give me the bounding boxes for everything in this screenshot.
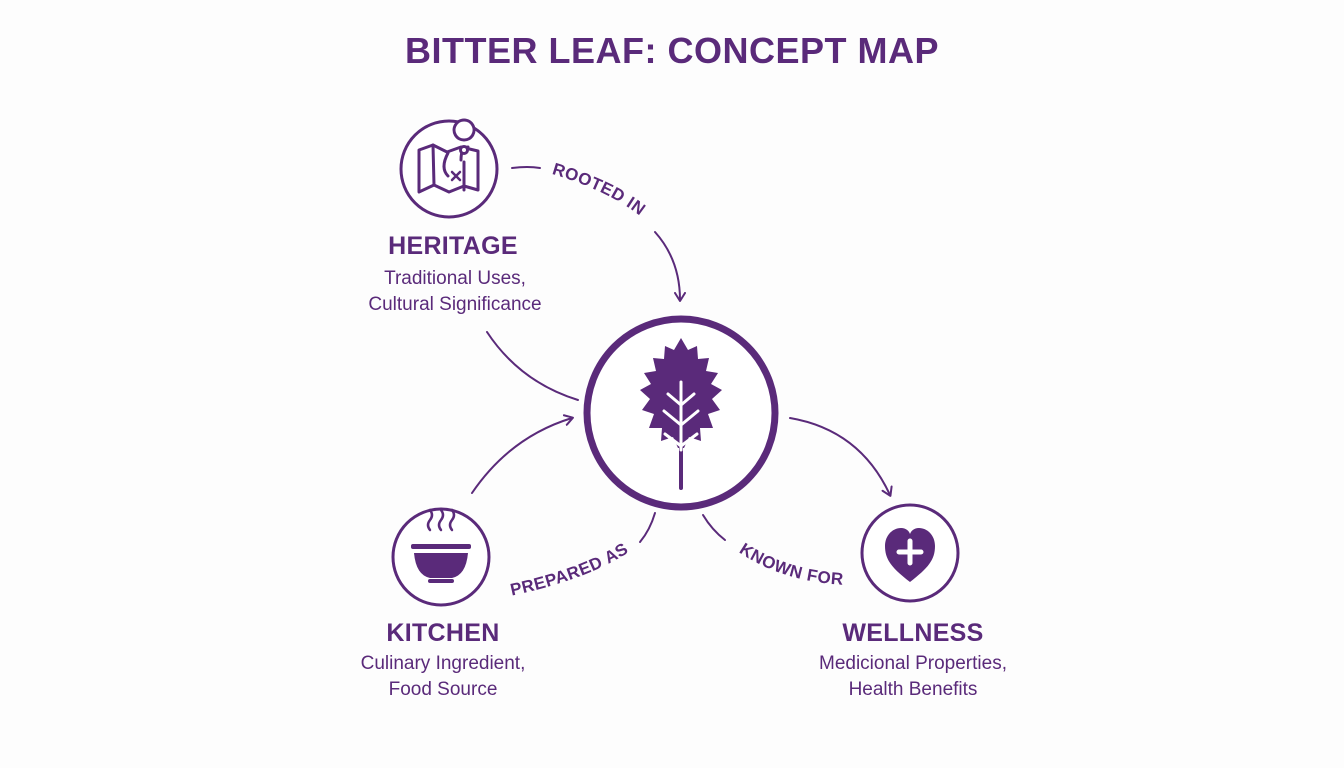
edge-rooted-in-arrow — [654, 231, 686, 302]
edge-label-rooted-in: ROOTED IN — [550, 159, 649, 219]
edge-heritage-to-center — [486, 331, 579, 401]
edge-label-known-for: KNOWN FOR — [736, 539, 844, 588]
edge-known-for-line — [702, 514, 726, 541]
map-pin-icon — [417, 118, 480, 194]
edge-rooted-in-line-start — [511, 166, 541, 169]
heritage-node-circle — [399, 118, 499, 219]
edge-label-prepared-as: PREPARED AS — [508, 539, 631, 599]
heritage-description: Traditional Uses, Cultural Significance — [330, 266, 580, 318]
edge-center-to-wellness-arrow — [789, 417, 893, 497]
heritage-title: HERITAGE — [388, 232, 518, 260]
wellness-description-line-2: Health Benefits — [848, 679, 978, 700]
kitchen-description-line-1: Culinary Ingredient, — [360, 653, 526, 674]
heritage-description-line-1: Traditional Uses, — [384, 268, 526, 289]
kitchen-description-line-2: Food Source — [388, 679, 498, 700]
heart-plus-icon — [885, 528, 935, 582]
edge-kitchen-to-center-arrow — [471, 414, 574, 494]
leaf-icon — [640, 338, 722, 490]
edge-prepared-as-line — [639, 512, 656, 543]
diagram-title: BITTER LEAF: CONCEPT MAP — [405, 30, 939, 71]
wellness-node-circle — [860, 503, 960, 603]
soup-bowl-icon — [411, 508, 471, 583]
kitchen-description: Culinary Ingredient, Food Source — [318, 651, 568, 703]
center-node — [583, 315, 779, 511]
wellness-title: WELLNESS — [842, 619, 984, 647]
wellness-description-line-1: Medicional Properties, — [819, 653, 1007, 674]
wellness-description: Medicional Properties, Health Benefits — [778, 651, 1048, 703]
kitchen-node-circle — [391, 507, 491, 607]
kitchen-title: KITCHEN — [386, 619, 500, 647]
heritage-description-line-2: Cultural Significance — [368, 294, 542, 315]
